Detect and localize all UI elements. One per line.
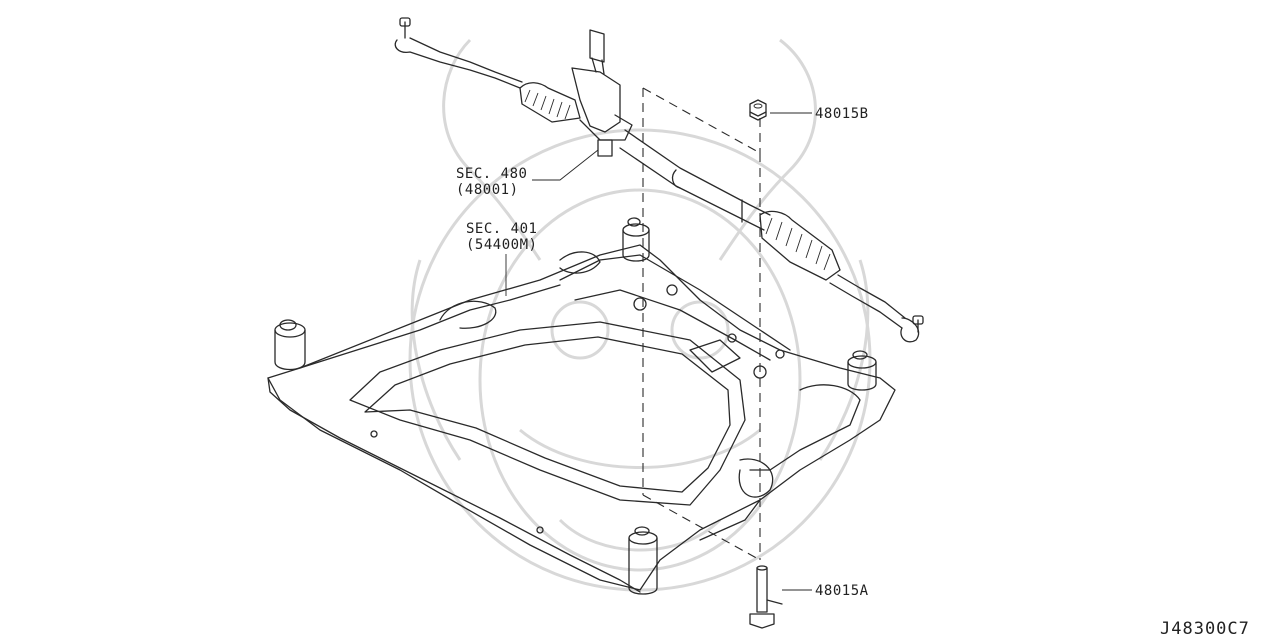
part-number-48015b[interactable]: 48015B <box>815 106 869 122</box>
mount-insulator-rear-right[interactable] <box>847 350 877 391</box>
callout-sec480[interactable]: SEC. 480 (48001) <box>456 166 527 198</box>
sec401-label[interactable]: SEC. 401 <box>466 221 537 237</box>
mount-insulator-front-right[interactable] <box>628 526 658 595</box>
suspension-member[interactable] <box>267 244 896 593</box>
mount-insulator-rear-left[interactable] <box>622 217 650 262</box>
nut-48015b[interactable] <box>749 99 767 121</box>
leader-lines <box>505 112 812 591</box>
sec480-label[interactable]: SEC. 480 <box>456 166 527 182</box>
bolt-48015a[interactable] <box>749 565 783 629</box>
steering-gear-assembly[interactable] <box>394 17 924 343</box>
sec480-part-number[interactable]: (48001) <box>456 182 519 198</box>
sec401-part-number[interactable]: (54400M) <box>466 237 537 253</box>
mount-insulator-front-left[interactable] <box>274 319 306 371</box>
callout-sec401[interactable]: SEC. 401 (54400M) <box>466 221 537 253</box>
diagram-code: J48300C7 <box>1160 619 1250 639</box>
part-number-48015a[interactable]: 48015A <box>815 583 869 599</box>
